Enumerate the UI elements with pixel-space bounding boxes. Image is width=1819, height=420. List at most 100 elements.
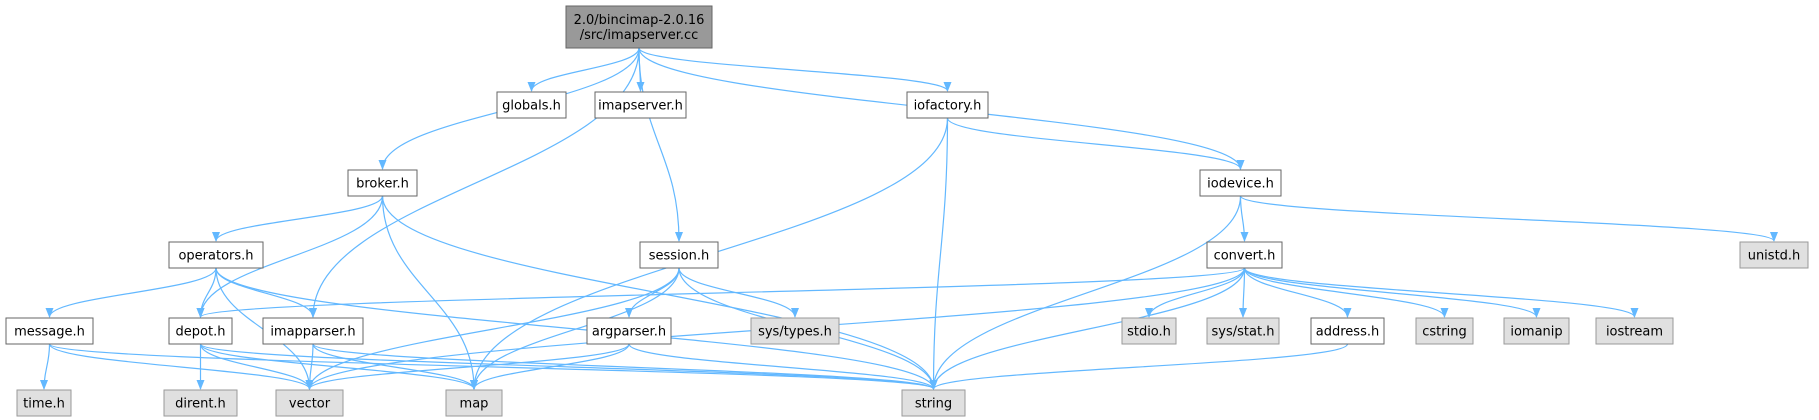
edge-imapparser-to-string [312, 343, 938, 390]
node-vector: vector [275, 389, 344, 417]
node-map-box [445, 389, 503, 417]
edge-broker-to-depot [196, 195, 384, 318]
node-iostream-label: iostream [1606, 325, 1663, 340]
node-string: string [901, 389, 966, 417]
edge-message-to-time [40, 343, 51, 390]
edge-message-to-string [48, 343, 938, 390]
node-imapparser[interactable]: imapparser.h [262, 317, 364, 345]
node-sysstat-label: sys/stat.h [1212, 325, 1275, 340]
node-systypes-label: sys/types.h [758, 325, 832, 340]
edge-convert-to-sysstat [1239, 267, 1248, 318]
node-operators-label: operators.h [178, 249, 253, 264]
node-depot[interactable]: depot.h [168, 317, 233, 345]
node-stdio-label: stdio.h [1127, 325, 1171, 340]
node-iostream: iostream [1595, 317, 1674, 345]
node-vector-box [275, 389, 344, 417]
edge-address-to-string [929, 343, 1349, 390]
node-convert-box [1206, 241, 1283, 269]
edge-depot-to-map [199, 343, 478, 390]
node-time-box [16, 389, 72, 417]
node-systypes-box [750, 317, 840, 345]
edge-iofactory-to-string [929, 117, 949, 390]
edge-root-to-session [638, 47, 683, 242]
node-iostream-box [1595, 317, 1674, 345]
node-message-box [5, 317, 94, 345]
edge-message-to-vector [48, 343, 314, 390]
node-address-label: address.h [1316, 325, 1379, 340]
node-argparser-box [586, 317, 672, 345]
edge-argparser-to-string [628, 343, 938, 390]
node-broker-box [347, 169, 418, 197]
edge-depot-to-string [199, 343, 938, 390]
edge-convert-to-string [929, 267, 1246, 390]
node-time-label: time.h [23, 397, 65, 412]
edge-iodevice-to-unistd [1239, 195, 1778, 242]
node-imapserver_h-label: imapserver.h [598, 99, 683, 114]
edge-session-to-map [470, 267, 680, 390]
node-iomanip-label: iomanip [1510, 325, 1562, 340]
node-depot-box [168, 317, 233, 345]
node-globals[interactable]: globals.h [496, 91, 567, 119]
node-broker[interactable]: broker.h [347, 169, 418, 197]
node-address[interactable]: address.h [1310, 317, 1385, 345]
node-session-box [639, 241, 719, 269]
node-broker-label: broker.h [356, 177, 409, 192]
node-operators[interactable]: operators.h [168, 241, 264, 269]
node-dirent-label: dirent.h [175, 397, 226, 412]
node-map-label: map [460, 397, 489, 412]
edge-iofactory-to-iodevice [946, 117, 1245, 170]
node-globals-label: globals.h [502, 99, 561, 114]
node-stdio-box [1121, 317, 1177, 345]
node-iofactory-box [906, 91, 989, 119]
edge-session-to-argparser [625, 267, 680, 318]
node-imapparser-box [262, 317, 364, 345]
node-dirent-box [163, 389, 238, 417]
node-imapserver_h[interactable]: imapserver.h [594, 91, 687, 119]
node-cstring: cstring [1415, 317, 1474, 345]
edge-depot-to-vector [199, 343, 314, 390]
node-root-box [565, 5, 713, 49]
node-systypes: sys/types.h [750, 317, 840, 345]
node-iodevice[interactable]: iodevice.h [1199, 169, 1282, 197]
node-convert[interactable]: convert.h [1206, 241, 1283, 269]
node-globals-box [496, 91, 567, 119]
node-message-label: message.h [14, 325, 85, 340]
node-unistd: unistd.h [1739, 241, 1809, 269]
node-message[interactable]: message.h [5, 317, 94, 345]
edge-convert-to-address [1243, 267, 1352, 318]
node-session[interactable]: session.h [639, 241, 719, 269]
node-imapserver_h-box [594, 91, 687, 119]
edge-root-to-globals [527, 47, 640, 92]
node-iodevice-label: iodevice.h [1207, 177, 1274, 192]
node-cstring-label: cstring [1422, 325, 1466, 340]
node-dirent: dirent.h [163, 389, 238, 417]
node-session-label: session.h [649, 249, 710, 264]
node-map: map [445, 389, 503, 417]
node-stdio: stdio.h [1121, 317, 1177, 345]
node-sysstat-box [1206, 317, 1280, 345]
node-root[interactable]: 2.0/bincimap-2.0.16/src/imapserver.cc [565, 5, 713, 49]
node-iomanip: iomanip [1503, 317, 1570, 345]
edge-operators-to-imapparser [215, 267, 317, 318]
node-root-label: 2.0/bincimap-2.0.16 [574, 13, 705, 28]
node-address-box [1310, 317, 1385, 345]
edges-layer [40, 47, 1778, 390]
node-argparser[interactable]: argparser.h [586, 317, 672, 345]
node-argparser-label: argparser.h [592, 325, 666, 340]
edge-convert-to-iostream [1243, 267, 1639, 318]
node-operators-box [168, 241, 264, 269]
node-iofactory[interactable]: iofactory.h [906, 91, 989, 119]
nodes-layer: 2.0/bincimap-2.0.16/src/imapserver.cc glo… [5, 5, 1809, 417]
edge-operators-to-message [45, 267, 217, 318]
edge-root-to-iofactory [638, 47, 952, 92]
node-string-label: string [915, 397, 952, 412]
node-unistd-box [1739, 241, 1809, 269]
node-sysstat: sys/stat.h [1206, 317, 1280, 345]
edge-argparser-to-vector [305, 343, 630, 390]
node-root-label: /src/imapserver.cc [580, 28, 699, 43]
edge-broker-to-operators [212, 195, 384, 242]
node-imapparser-label: imapparser.h [270, 325, 355, 340]
edge-iodevice-to-convert [1239, 195, 1249, 242]
node-convert-label: convert.h [1214, 249, 1276, 264]
